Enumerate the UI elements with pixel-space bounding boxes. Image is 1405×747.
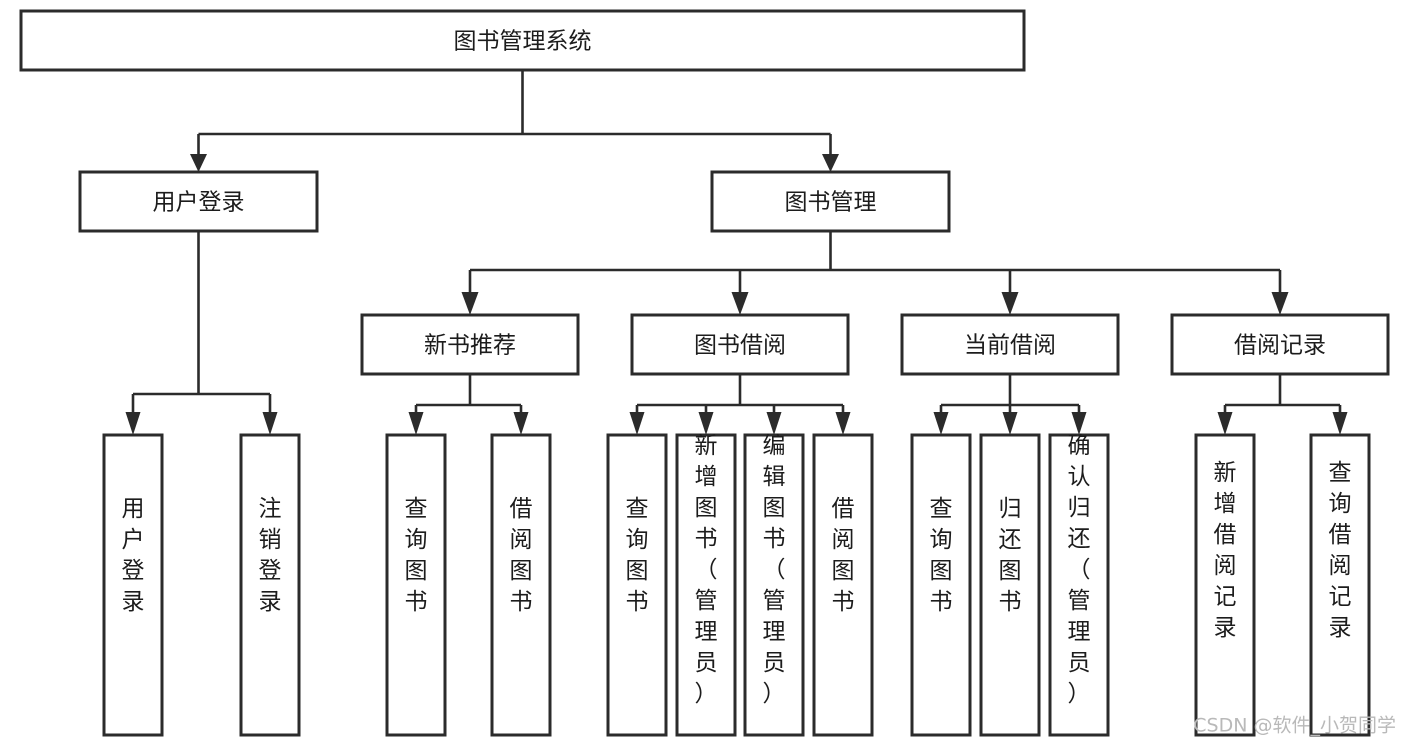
node-user-login[interactable]: 用户登录: [78, 170, 319, 233]
leaf-book-borrow-2[interactable]: 新增图书（管理员）: [675, 433, 737, 737]
leaf-new-book-1-box[interactable]: [385, 433, 447, 737]
leaf-book-borrow-3-label: 编辑图书（管理员）: [763, 433, 786, 707]
node-book-borrow-box[interactable]: [630, 313, 850, 376]
leaf-borrow-record-2-label: 查询借阅记录: [1329, 460, 1352, 641]
leaf-book-borrow-3-box[interactable]: [743, 433, 805, 737]
arrow-head-borrow-leaf-1: [629, 412, 645, 435]
leaf-user-login-1-label: 用户登录: [122, 496, 145, 615]
arrow-head-level3-1: [461, 292, 479, 315]
leaf-borrow-record-1-label: 新增借阅记录: [1214, 460, 1237, 641]
node-root-label: 图书管理系统: [454, 29, 592, 55]
node-book-management-box[interactable]: [710, 170, 951, 233]
node-book-borrow-label: 图书借阅: [694, 333, 786, 359]
leaf-new-book-2-label: 借阅图书: [510, 496, 533, 615]
node-new-book-recommend-box[interactable]: [360, 313, 580, 376]
nodes-layer: 图书管理系统 用户登录 图书管理 新书推荐 图书借阅 当前: [19, 9, 1390, 737]
leaf-borrow-record-1-box[interactable]: [1194, 433, 1256, 737]
leaf-book-borrow-2-label: 新增图书（管理员）: [695, 433, 718, 707]
leaf-borrow-record-1[interactable]: 新增借阅记录: [1194, 433, 1256, 737]
node-user-login-box[interactable]: [78, 170, 319, 233]
leaf-current-borrow-2-label: 归还图书: [999, 496, 1022, 615]
node-user-login-label: 用户登录: [153, 190, 245, 216]
arrow-head-record-leaf-1: [1217, 412, 1233, 435]
arrow-head-level3-2: [731, 292, 749, 315]
arrow-head-bookmgmt: [822, 154, 839, 172]
leaf-user-login-2-label: 注销登录: [259, 496, 282, 615]
arrow-head-record-leaf-2: [1332, 412, 1348, 435]
leaf-book-borrow-1-box[interactable]: [606, 433, 668, 737]
leaf-current-borrow-3-box[interactable]: [1048, 433, 1110, 737]
watermark-label: CSDN @软件_小贺同学: [1193, 715, 1396, 737]
leaf-user-login-1[interactable]: 用户登录: [102, 433, 164, 737]
node-book-management-label: 图书管理: [785, 190, 877, 216]
leaf-current-borrow-1[interactable]: 查询图书: [910, 433, 972, 737]
leaf-user-login-1-box[interactable]: [102, 433, 164, 737]
leaf-current-borrow-2[interactable]: 归还图书: [979, 433, 1041, 737]
leaf-book-borrow-3[interactable]: 编辑图书（管理员）: [743, 433, 805, 737]
edges-layer: [125, 70, 1348, 435]
leaf-borrow-record-2[interactable]: 查询借阅记录: [1309, 433, 1371, 737]
arrow-head-current-leaf-2: [1002, 412, 1018, 435]
node-borrow-record-box[interactable]: [1170, 313, 1390, 376]
arrow-head-userlogin-leaf-2: [262, 412, 278, 435]
leaf-current-borrow-3[interactable]: 确认归还（管理员）: [1048, 433, 1110, 737]
arrow-head-newbook-leaf-2: [513, 412, 529, 435]
arrow-head-current-leaf-3: [1071, 412, 1087, 435]
arrow-head-borrow-leaf-2: [698, 412, 714, 435]
leaf-user-login-2-box[interactable]: [239, 433, 301, 737]
leaf-new-book-2[interactable]: 借阅图书: [490, 433, 552, 737]
node-new-book-recommend-label: 新书推荐: [424, 333, 516, 359]
node-current-borrow-box[interactable]: [900, 313, 1120, 376]
node-current-borrow[interactable]: 当前借阅: [900, 313, 1120, 376]
leaf-book-borrow-2-box[interactable]: [675, 433, 737, 737]
node-borrow-record[interactable]: 借阅记录: [1170, 313, 1390, 376]
arrow-head-level3-3: [1001, 292, 1019, 315]
arrow-head-newbook-leaf-1: [408, 412, 424, 435]
leaf-borrow-record-2-box[interactable]: [1309, 433, 1371, 737]
leaf-new-book-1[interactable]: 查询图书: [385, 433, 447, 737]
arrow-head-borrow-leaf-4: [835, 412, 851, 435]
arrow-head-current-leaf-1: [933, 412, 949, 435]
node-book-borrow[interactable]: 图书借阅: [630, 313, 850, 376]
node-book-management[interactable]: 图书管理: [710, 170, 951, 233]
leaf-current-borrow-1-box[interactable]: [910, 433, 972, 737]
leaf-user-login-2[interactable]: 注销登录: [239, 433, 301, 737]
node-root[interactable]: 图书管理系统: [19, 9, 1026, 72]
leaf-current-borrow-2-box[interactable]: [979, 433, 1041, 737]
node-current-borrow-label: 当前借阅: [964, 333, 1056, 359]
leaf-new-book-2-box[interactable]: [490, 433, 552, 737]
arrow-head-borrow-leaf-3: [766, 412, 782, 435]
leaf-book-borrow-4[interactable]: 借阅图书: [812, 433, 874, 737]
leaf-current-borrow-1-label: 查询图书: [930, 496, 953, 615]
node-root-box[interactable]: [19, 9, 1026, 72]
arrow-head-userlogin-leaf-1: [125, 412, 141, 435]
leaf-book-borrow-1[interactable]: 查询图书: [606, 433, 668, 737]
leaf-new-book-1-label: 查询图书: [405, 496, 428, 615]
arrow-head-userlogin: [190, 154, 207, 172]
node-new-book-recommend[interactable]: 新书推荐: [360, 313, 580, 376]
leaf-book-borrow-1-label: 查询图书: [626, 496, 649, 615]
leaf-book-borrow-4-box[interactable]: [812, 433, 874, 737]
node-borrow-record-label: 借阅记录: [1234, 333, 1326, 359]
leaf-book-borrow-4-label: 借阅图书: [832, 496, 855, 615]
leaf-current-borrow-3-label: 确认归还（管理员）: [1068, 433, 1091, 707]
arrow-head-level3-4: [1271, 292, 1289, 315]
